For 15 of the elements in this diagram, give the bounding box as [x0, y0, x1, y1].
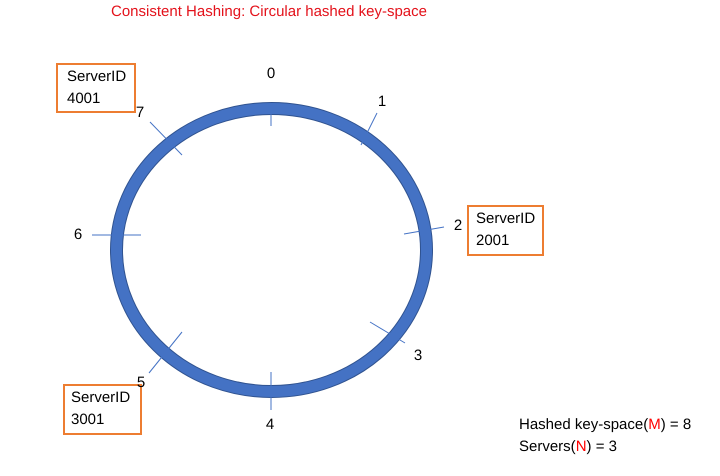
- tick-number: 0: [266, 66, 276, 82]
- server-box: [467, 205, 544, 256]
- server-id-label: ServerID 2001: [476, 209, 536, 251]
- note-text: Hashed key-space(M) = 8: [519, 416, 692, 434]
- server-id-label: ServerID 3001: [71, 388, 132, 430]
- tick-number: 2: [454, 218, 462, 234]
- tick-number: 4: [266, 417, 274, 433]
- tick-number: 7: [136, 105, 144, 121]
- diagram-title: Consistent Hashing: Circular hashed key-space: [111, 3, 427, 21]
- server-id-label: ServerID 4001: [67, 67, 128, 109]
- tick-number: 1: [378, 94, 386, 110]
- tick-number: 6: [74, 227, 82, 243]
- server-box: [56, 63, 136, 113]
- tick-number: 3: [414, 348, 422, 364]
- note-text: Servers(N) = 3: [519, 438, 617, 456]
